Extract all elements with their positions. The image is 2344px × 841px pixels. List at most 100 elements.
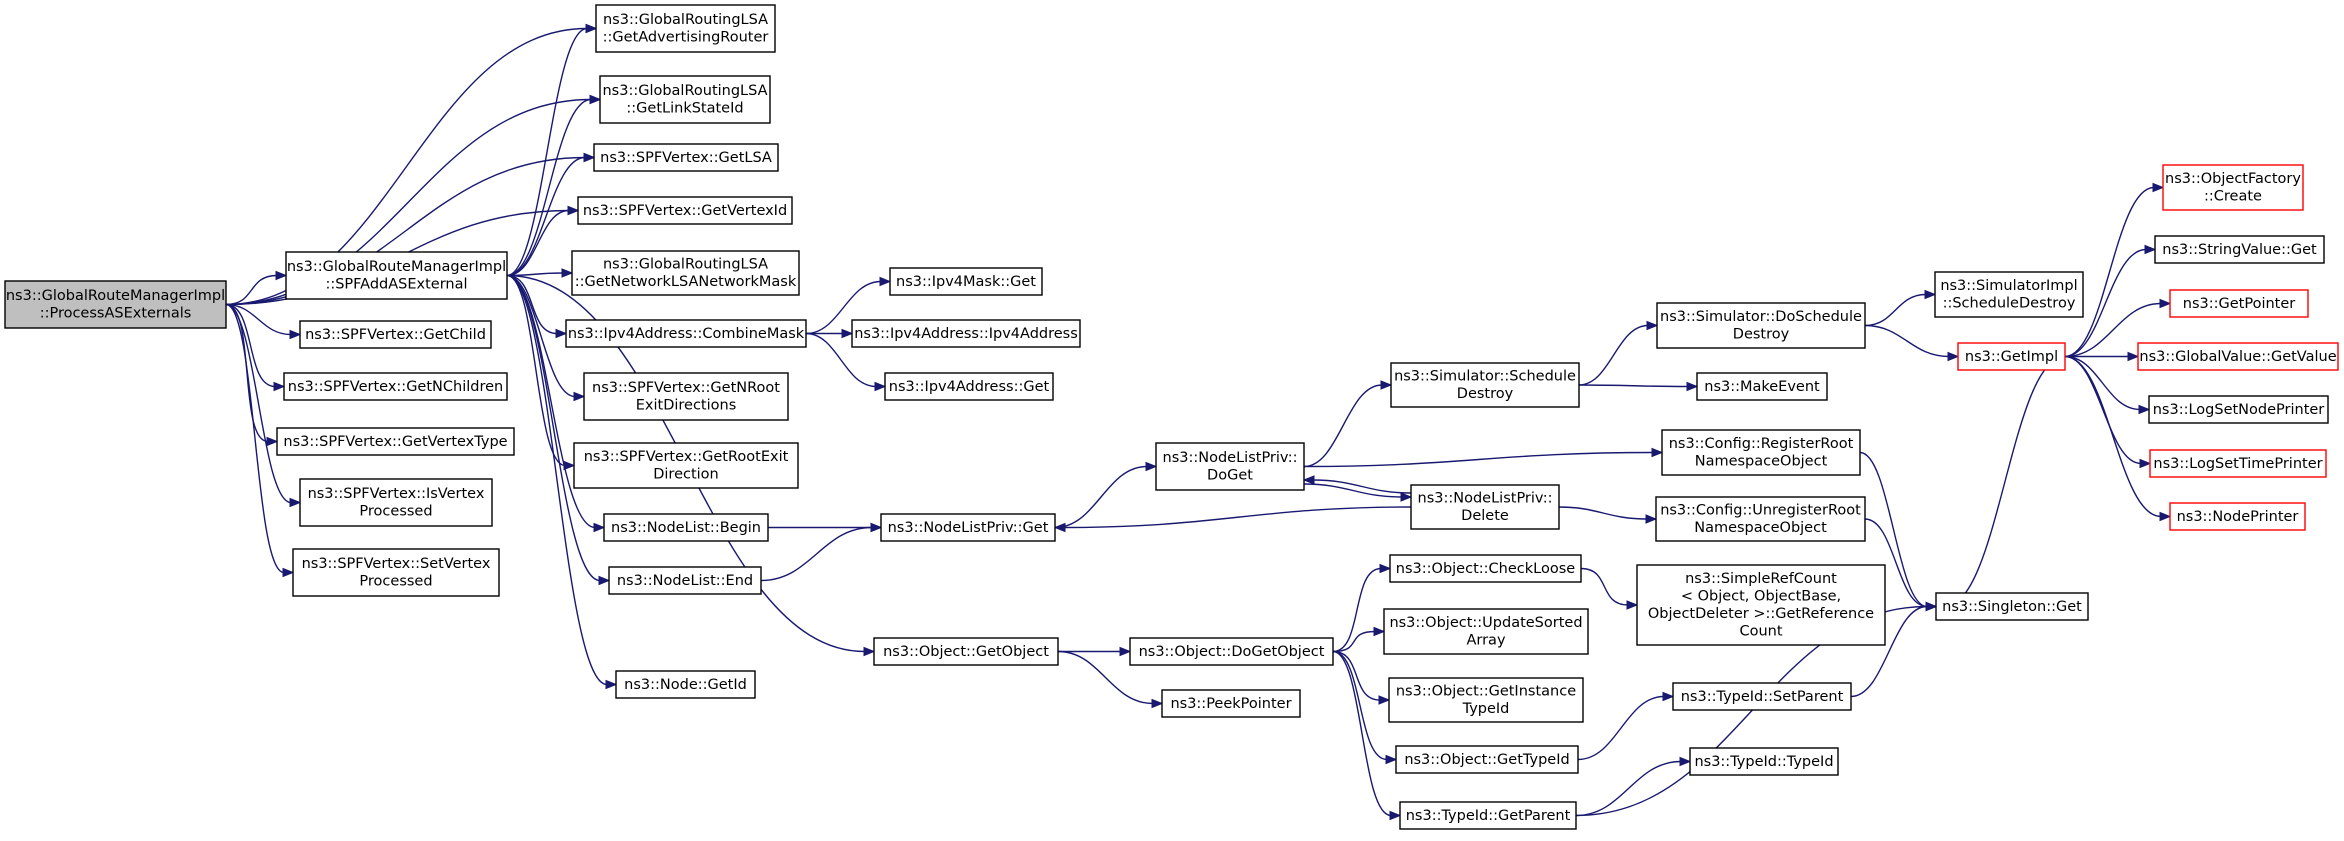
node-label: ns3::NodeList::End (617, 573, 753, 589)
node-label: ns3::GlobalRoutingLSA (603, 257, 768, 273)
function-node-objectDoGetObject[interactable]: ns3::Object::DoGetObject (1129, 637, 1334, 666)
node-box (285, 251, 508, 300)
function-node-getLSA[interactable]: ns3::SPFVertex::GetLSA (593, 143, 779, 172)
function-node-ipv4MaskGet[interactable]: ns3::Ipv4Mask::Get (889, 267, 1043, 296)
function-node-checkLoose[interactable]: ns3::Object::CheckLoose (1389, 554, 1582, 583)
call-edge (225, 303, 292, 504)
arrowhead (589, 94, 602, 105)
call-edge (1332, 650, 1392, 817)
function-node-getNetMask[interactable]: ns3::GlobalRoutingLSA::GetNetworkLSANetw… (571, 250, 800, 296)
call-edge (225, 303, 292, 336)
call-edge (1864, 293, 1927, 327)
function-node-combineMask[interactable]: ns3::Ipv4Address::CombineMask (565, 319, 807, 348)
function-node-simScheduleDestroy[interactable]: ns3::Simulator::ScheduleDestroy (1390, 362, 1580, 408)
call-edge (1578, 384, 1689, 388)
function-node-nodePrinter[interactable]: ns3::NodePrinter (2169, 502, 2306, 531)
function-node-simImplScheduleDestroy[interactable]: ns3::SimulatorImpl::ScheduleDestroy (1934, 271, 2084, 318)
arrowhead (598, 575, 611, 586)
function-node-getNChildren[interactable]: ns3::SPFVertex::GetNChildren (283, 372, 508, 401)
node-label: Delete (1461, 508, 1509, 524)
call-edge (506, 274, 566, 467)
node-label: ::ScheduleDestroy (1943, 296, 2076, 312)
node-label: ExitDirections (636, 398, 737, 414)
function-node-typeIdTypeId[interactable]: ns3::TypeId::TypeId (1689, 747, 1839, 776)
function-node-ipv4AddrCtor[interactable]: ns3::Ipv4Address::Ipv4Address (851, 319, 1081, 348)
function-node-getAdvRouter[interactable]: ns3::GlobalRoutingLSA::GetAdvertisingRou… (595, 4, 776, 53)
arrowhead (1053, 522, 1066, 533)
node-box (603, 513, 769, 542)
node-label: ns3::ObjectFactory (2165, 171, 2301, 187)
call-edge (1944, 355, 2066, 608)
function-node-nodeListBegin[interactable]: ns3::NodeList::Begin (603, 513, 769, 542)
arrowhead (266, 436, 279, 447)
function-node-spfAddAS[interactable]: ns3::GlobalRouteManagerImpl::SPFAddASExt… (285, 251, 508, 300)
function-node-stringValueGet[interactable]: ns3::StringValue::Get (2154, 235, 2325, 264)
function-node-nodeListPrivDelete[interactable]: ns3::NodeListPriv::Delete (1410, 484, 1560, 530)
function-node-typeIdSetParent[interactable]: ns3::TypeId::SetParent (1672, 682, 1852, 711)
node-label: ::GetLinkStateId (626, 101, 743, 117)
function-node-makeEvent[interactable]: ns3::MakeEvent (1696, 372, 1828, 401)
arrowhead (874, 381, 887, 392)
node-box (1655, 496, 1866, 542)
call-edge (760, 526, 873, 582)
node-label: ::Create (2204, 189, 2262, 205)
function-node-logSetTimePrinter[interactable]: ns3::LogSetTimePrinter (2149, 449, 2327, 478)
call-edge (2064, 355, 2162, 518)
node-label: ns3::GlobalRouteManagerImpl (287, 259, 506, 275)
arrowhead (841, 328, 854, 339)
node-label: ns3::Node::GetId (624, 677, 747, 693)
function-node-getPointer[interactable]: ns3::GetPointer (2169, 289, 2309, 318)
function-node-nodeGetId[interactable]: ns3::Node::GetId (615, 670, 756, 699)
function-node-logSetNodePrinter[interactable]: ns3::LogSetNodePrinter (2148, 395, 2329, 424)
node-label: ns3::Object::GetInstance (1396, 684, 1576, 700)
call-edge (225, 274, 278, 306)
function-node-typeIdGetParent[interactable]: ns3::TypeId::GetParent (1399, 801, 1577, 830)
arrowhead (879, 276, 892, 287)
node-box (1957, 342, 2066, 371)
node-box (292, 548, 500, 597)
arrowhead (2159, 511, 2172, 522)
function-node-getLinkStateId[interactable]: ns3::GlobalRoutingLSA::GetLinkStateId (599, 75, 771, 124)
call-edge (1312, 479, 1412, 494)
function-node-peekPointer[interactable]: ns3::PeekPointer (1161, 689, 1301, 718)
function-node-nodeListEnd[interactable]: ns3::NodeList::End (608, 566, 762, 595)
function-node-getVertexType[interactable]: ns3::SPFVertex::GetVertexType (276, 427, 515, 456)
function-node-objectGetObject[interactable]: ns3::Object::GetObject (873, 637, 1059, 666)
arrowhead (567, 205, 580, 216)
arrowhead (275, 270, 288, 281)
function-node-nodeListPrivDoGet[interactable]: ns3::NodeListPriv::DoGet (1155, 442, 1305, 491)
node-box (577, 196, 793, 225)
function-node-nodeListPrivGet[interactable]: ns3::NodeListPriv::Get (880, 513, 1056, 542)
function-node-objectFactoryCreate[interactable]: ns3::ObjectFactory::Create (2162, 164, 2304, 211)
call-edge (2064, 302, 2162, 358)
arrowhead (593, 522, 606, 533)
function-node-getImpl[interactable]: ns3::GetImpl (1957, 342, 2066, 371)
function-node-ipv4AddrGet[interactable]: ns3::Ipv4Address::Get (884, 372, 1054, 401)
function-node-unregisterRoot[interactable]: ns3::Config::UnregisterRootNamespaceObje… (1655, 496, 1866, 542)
node-box (1410, 484, 1560, 530)
node-label: ns3::SPFVertex::GetVertexType (283, 434, 507, 450)
function-node-getReferenceCount[interactable]: ns3::SimpleRefCount< Object, ObjectBase,… (1636, 564, 1886, 646)
function-node-objectGetTypeId[interactable]: ns3::Object::GetTypeId (1395, 745, 1579, 774)
arrowhead (583, 152, 596, 163)
node-label: ns3::SPFVertex::GetNRoot (592, 380, 780, 396)
node-label: ns3::NodeListPriv::Get (888, 520, 1049, 536)
function-node-singletonGet[interactable]: ns3::Singleton::Get (1935, 592, 2089, 621)
node-label: ns3::SimulatorImpl (1940, 278, 2077, 294)
call-edge (1578, 324, 1649, 386)
function-node-processAS[interactable]: ns3::GlobalRouteManagerImpl::ProcessASEx… (4, 280, 227, 329)
node-label: < Object, ObjectBase, (1681, 589, 1841, 605)
arrowhead (1302, 475, 1315, 485)
function-node-getChild[interactable]: ns3::SPFVertex::GetChild (299, 320, 492, 349)
arrowhead (2159, 298, 2172, 309)
function-node-getVertexId[interactable]: ns3::SPFVertex::GetVertexId (577, 196, 793, 225)
function-node-globalValueGetValue[interactable]: ns3::GlobalValue::GetValue (2137, 342, 2339, 371)
